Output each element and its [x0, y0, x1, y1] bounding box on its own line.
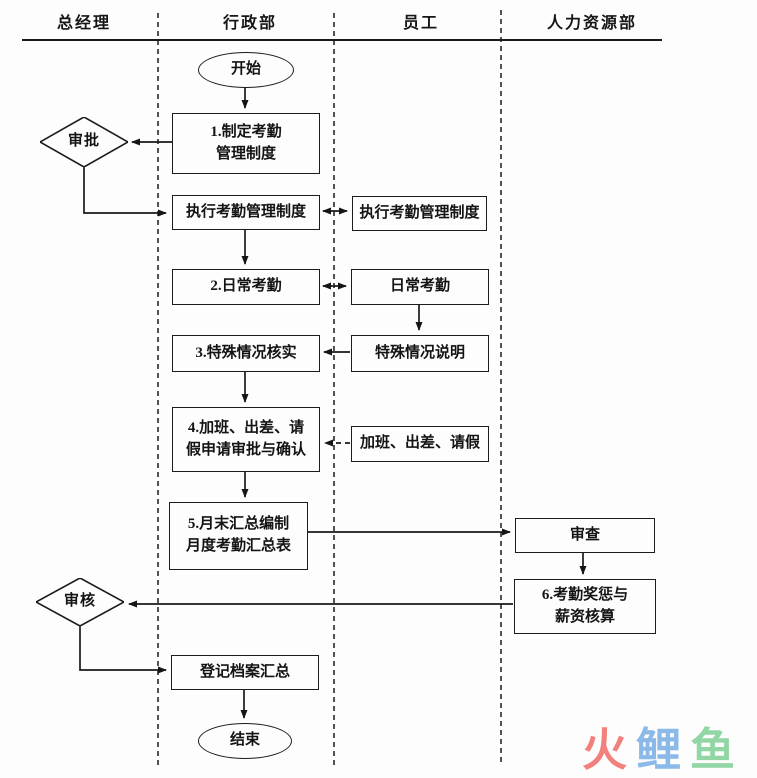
- node-special-case-verify: 3.特殊情况核实: [172, 335, 320, 372]
- site-watermark: 火鲤鱼: [582, 727, 744, 772]
- node-audit-decision: 审核: [36, 578, 124, 626]
- node-create-attendance-policy: 1.制定考勤 管理制度: [172, 113, 320, 174]
- watermark-char-1: 火: [582, 724, 637, 775]
- node-archive-register: 登记档案汇总: [171, 655, 319, 690]
- watermark-char-2: 鲤: [636, 724, 691, 775]
- node-start-terminator: 开始: [198, 52, 294, 88]
- flow-arrows: [79, 87, 587, 719]
- node-daily-attendance-staff: 日常考勤: [351, 269, 489, 305]
- lane-header-general-manager: 总经理: [56, 15, 111, 32]
- node-special-case-explain: 特殊情况说明: [351, 335, 489, 372]
- decision-label: 审批: [67, 133, 100, 150]
- lane-header-employee: 员工: [402, 15, 439, 32]
- node-reward-payroll: 6.考勤奖惩与 薪资核算: [514, 579, 656, 634]
- node-daily-attendance-admin: 2.日常考勤: [172, 269, 320, 305]
- node-execute-policy-staff: 执行考勤管理制度: [352, 196, 487, 231]
- decision-label: 审核: [63, 593, 96, 610]
- node-overtime-request: 加班、出差、请假: [351, 426, 489, 462]
- node-end-terminator: 结束: [198, 723, 292, 759]
- watermark-char-3: 鱼: [690, 724, 745, 775]
- diamond-shape: [40, 117, 128, 167]
- node-review: 审查: [515, 518, 655, 553]
- node-monthly-summary: 5.月末汇总编制 月度考勤汇总表: [169, 502, 308, 570]
- node-approval-decision: 审批: [40, 117, 128, 167]
- lane-header-admin-dept: 行政部: [222, 15, 277, 32]
- node-overtime-approval: 4.加班、出差、请 假申请审批与确认: [172, 407, 320, 472]
- diamond-shape: [36, 578, 124, 626]
- node-execute-policy-admin: 执行考勤管理制度: [172, 195, 320, 230]
- lane-header-hr-dept: 人力资源部: [546, 15, 637, 32]
